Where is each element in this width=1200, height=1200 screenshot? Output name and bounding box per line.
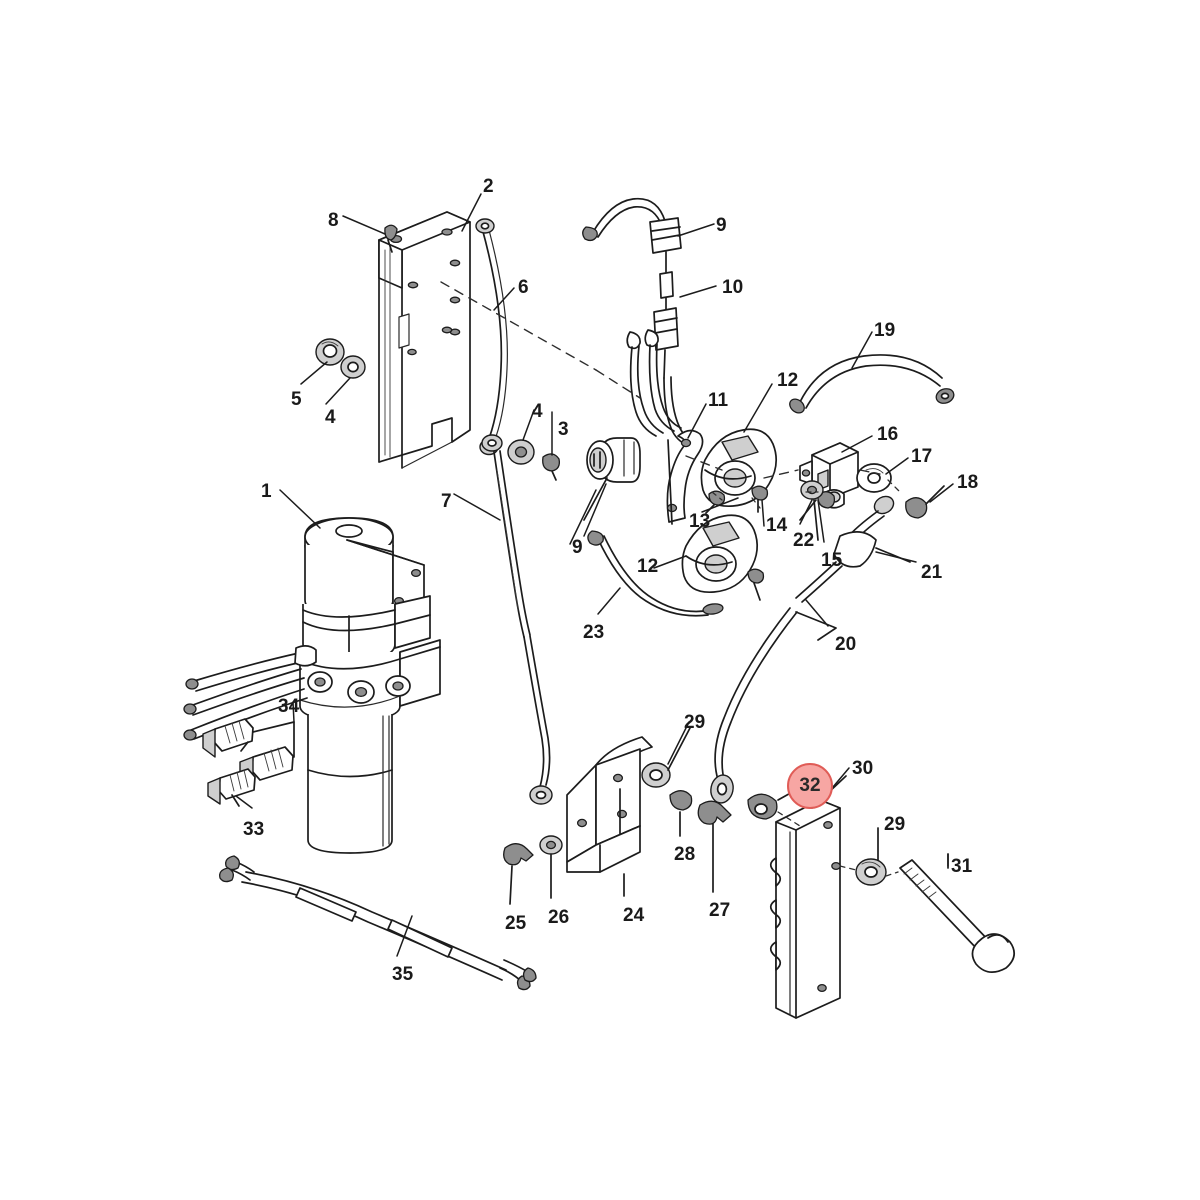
callout-label-34: 34: [278, 696, 300, 717]
callout-label-12b: 12: [637, 556, 659, 577]
callout-label-2: 2: [483, 176, 494, 197]
callout-label-1: 1: [261, 481, 272, 502]
callout-label-22: 22: [793, 530, 815, 551]
part-20-cable: [710, 607, 837, 804]
callout-label-27: 27: [709, 900, 731, 921]
callout-label-9b: 9: [572, 537, 583, 558]
part-7-ground-cable: [481, 434, 553, 805]
callout-label-17: 17: [911, 446, 933, 467]
part-31-long-bolt: [885, 853, 1015, 973]
part-24-relay-bracket: [566, 736, 653, 897]
callout-label-8: 8: [328, 210, 339, 231]
part-10-fuse-holder: [653, 271, 679, 379]
callout-label-35: 35: [392, 964, 414, 985]
callout-label-25: 25: [505, 913, 527, 934]
callout-label-28: 28: [674, 844, 696, 865]
part-8-bolt: [384, 224, 398, 253]
alignment-dashes: [440, 281, 901, 509]
callout-label-10: 10: [722, 277, 744, 298]
callout-label-29a: 29: [684, 712, 706, 733]
part-5-grommet: [315, 338, 345, 366]
part-33-fitting: [207, 768, 256, 807]
part-27-bolt: [697, 800, 732, 893]
callout-label-4a: 4: [325, 407, 336, 428]
part-18-nut: [905, 485, 945, 519]
part-17-washer: [856, 463, 892, 493]
wire-bundle: [626, 329, 697, 447]
part-28-nut: [669, 790, 693, 837]
callout-label-21: 21: [921, 562, 943, 583]
part-4-washer-mid: [507, 439, 535, 465]
part-1-motor-pump-assembly: [183, 517, 441, 854]
leader-lines: [235, 193, 954, 957]
callout-label-4b: 4: [532, 401, 543, 422]
callout-label-23: 23: [583, 622, 605, 643]
part-32-nut: [747, 789, 801, 827]
part-4-washer-left: [340, 355, 366, 379]
callout-label-15: 15: [821, 550, 843, 571]
part-12-relay-lower: [681, 514, 765, 601]
part-22-screw: [799, 491, 836, 521]
callout-label-24: 24: [623, 905, 645, 926]
highlighted-callout-32-badge[interactable]: 32: [787, 763, 833, 809]
part-30-anode-plate: [769, 775, 847, 1019]
callout-label-20: 20: [835, 634, 857, 655]
part-11-relay-bracket: [666, 429, 704, 525]
callout-label-26: 26: [548, 907, 570, 928]
callout-label-14: 14: [766, 515, 788, 536]
callout-label-11: 11: [708, 390, 729, 411]
part-12-relay-upper: [700, 428, 778, 514]
part-29-washer-lower: [839, 827, 887, 886]
callout-label-16: 16: [877, 424, 899, 445]
part-19-battery-lead: [789, 354, 955, 414]
part-6-ground-lead: [475, 218, 508, 456]
callout-label-18: 18: [957, 472, 979, 493]
callout-label-29b: 29: [884, 814, 906, 835]
callout-label-13: 13: [689, 511, 711, 532]
callout-label-12a: 12: [777, 370, 799, 391]
part-25-bolt: [503, 843, 534, 905]
part-26-washer: [539, 835, 563, 899]
callout-label-19: 19: [874, 320, 896, 341]
callout-label-5: 5: [291, 389, 302, 410]
part-9-connector-mid: [583, 437, 641, 521]
part-9-connector-top: [582, 197, 682, 273]
callout-label-9a: 9: [716, 215, 727, 236]
callout-label-30: 30: [852, 758, 874, 779]
part-2-mounting-bracket: [378, 211, 471, 469]
callout-label-31: 31: [951, 856, 973, 877]
part-29-washer-upper: [641, 727, 691, 788]
part-35-wiring-harness: [219, 855, 537, 991]
callout-label-3: 3: [558, 419, 569, 440]
part-3-screw: [542, 453, 560, 481]
part-23-jumper-lead: [587, 530, 724, 617]
callout-label-7: 7: [441, 491, 452, 512]
callout-label-6: 6: [518, 277, 529, 298]
part-21-wire-boot: [795, 495, 911, 603]
callout-label-33: 33: [243, 819, 265, 840]
